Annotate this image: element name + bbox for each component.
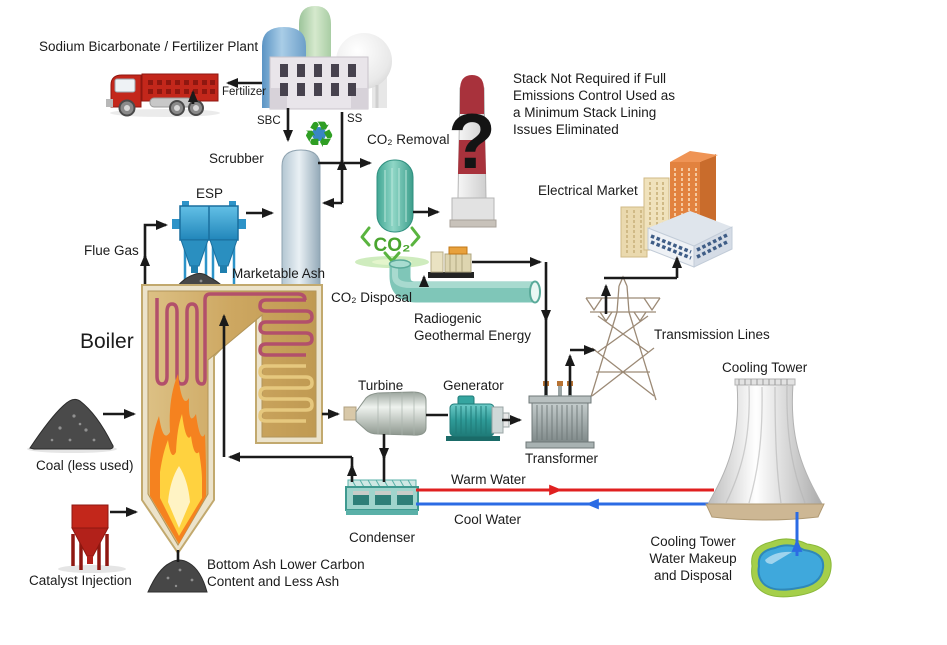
label-transformer: Transformer xyxy=(525,451,599,466)
boiler-coil-red-left xyxy=(155,292,307,386)
label-fertilizer: Fertilizer xyxy=(222,86,267,98)
boiler-coil-yellow xyxy=(258,364,314,423)
co2-disposal-pipe xyxy=(388,259,541,304)
condenser xyxy=(345,479,419,515)
label-co2-removal: CO₂ Removal xyxy=(367,132,450,147)
stack-question-mark: ? xyxy=(448,97,496,185)
label-plant: Sodium Bicarbonate / Fertilizer Plant xyxy=(39,39,259,54)
label-cool-water: Cool Water xyxy=(454,512,522,527)
label-stack-note: Stack Not Required if Full Emissions Con… xyxy=(513,71,676,137)
esp-hopper xyxy=(209,239,238,267)
label-transmission-lines: Transmission Lines xyxy=(654,327,770,342)
svg-text:CO₂: CO₂ xyxy=(374,235,411,256)
recycle-icon: ♻ xyxy=(303,115,335,156)
transformer-bushings xyxy=(543,381,573,397)
truck-trailer xyxy=(141,73,219,102)
water-lines xyxy=(416,484,714,510)
svg-text:♻: ♻ xyxy=(303,115,335,156)
flow-arrows xyxy=(103,78,682,562)
esp-hopper xyxy=(180,239,209,267)
transformer xyxy=(525,381,595,449)
generator xyxy=(446,395,510,441)
emissions-stack: ? xyxy=(448,75,497,228)
cooling-tower xyxy=(705,378,825,521)
fertilizer-truck xyxy=(106,73,220,117)
label-bottom-ash: Bottom Ash Lower Carbon Content and Less… xyxy=(207,557,365,589)
arrow-flue-gas xyxy=(143,220,168,284)
transmission-tower xyxy=(585,275,661,401)
condenser-modules xyxy=(353,491,413,505)
boiler-coil-red-right xyxy=(258,298,314,357)
cooling-tower-base xyxy=(705,503,825,521)
label-flue-gas: Flue Gas xyxy=(84,243,139,258)
label-condenser: Condenser xyxy=(349,530,416,545)
esp-unit xyxy=(172,201,246,284)
boiler-flames xyxy=(150,374,206,544)
label-boiler: Boiler xyxy=(80,330,134,353)
label-sbc: SBC xyxy=(257,115,281,127)
fertilizer-plant xyxy=(262,6,392,110)
co2-removal-vessel xyxy=(376,159,414,233)
boiler xyxy=(141,284,323,555)
label-electrical-market: Electrical Market xyxy=(538,183,638,198)
label-radiogenic: Radiogenic Geothermal Energy xyxy=(414,311,532,343)
label-cooling-tower: Cooling Tower xyxy=(722,360,808,375)
catalyst-hopper xyxy=(58,504,126,573)
plant-windows xyxy=(280,64,356,96)
truck-wheels xyxy=(118,99,204,117)
makeup-pond xyxy=(751,538,832,598)
label-coal: Coal (less used) xyxy=(36,458,134,473)
electrical-market-city xyxy=(620,151,733,268)
label-ss: SS xyxy=(347,113,363,125)
label-scrubber: Scrubber xyxy=(209,151,264,166)
label-esp: ESP xyxy=(196,186,224,201)
coal-pile xyxy=(27,398,117,453)
turbine xyxy=(343,391,427,436)
label-generator: Generator xyxy=(443,378,504,393)
label-turbine: Turbine xyxy=(358,378,404,393)
geothermal-generator xyxy=(428,246,474,278)
label-catalyst-injection: Catalyst Injection xyxy=(29,573,132,588)
label-co2-disposal: CO₂ Disposal xyxy=(331,290,413,305)
label-water-makeup: Cooling Tower Water Makeup and Disposal xyxy=(649,534,737,583)
bottom-ash-pile xyxy=(147,559,208,593)
label-warm-water: Warm Water xyxy=(451,472,526,487)
label-marketable-ash: Marketable Ash xyxy=(232,266,326,281)
